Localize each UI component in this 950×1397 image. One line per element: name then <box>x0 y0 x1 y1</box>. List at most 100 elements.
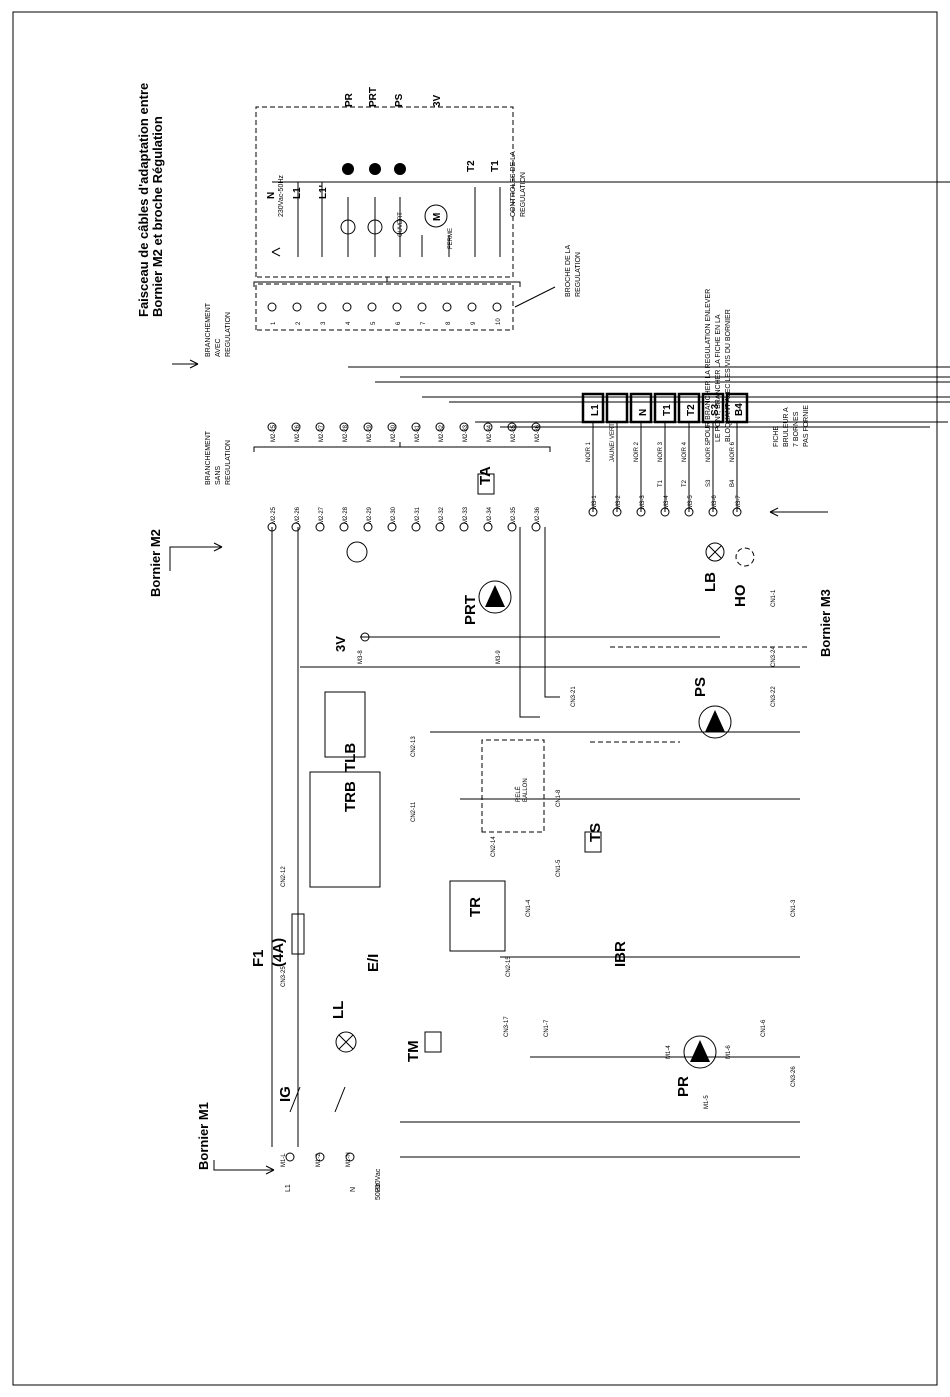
broche-label-1: BROCHE DE LA <box>565 245 572 297</box>
relay-box <box>481 739 545 833</box>
arrow-m1 <box>213 1160 275 1175</box>
m2-avec-label: M2-32 <box>439 424 445 442</box>
m1-4-label: M1-4 <box>666 1045 672 1059</box>
m2-sans-label: M2-28 <box>343 506 349 524</box>
m3-terminal <box>636 507 646 517</box>
cn2-11-label: CN2-11 <box>411 801 417 822</box>
reg-label-l1p: L1' <box>318 185 329 199</box>
regulation-internal-wiring: M OUVERT FERME <box>271 163 950 257</box>
m3-terminal-label: M3-6 <box>712 495 718 509</box>
reg-label-t1: T1 <box>490 160 501 172</box>
reg-ps-icon <box>392 219 408 235</box>
fiche-line-1: FICHE <box>773 426 780 447</box>
brace-avec <box>253 277 521 287</box>
f1-fuse <box>291 913 305 955</box>
ho-label: HO <box>732 584 749 607</box>
reg-3v-lines <box>421 235 450 257</box>
cn1-6-label: CN1-6 <box>761 1019 767 1037</box>
page-frame <box>12 11 938 1386</box>
avec-label-2: AVEC <box>215 338 222 357</box>
m2-sans-terminal <box>315 522 325 532</box>
m2-sans-terminal <box>507 522 517 532</box>
reg-motor-label: M <box>432 213 443 221</box>
m1-2-terminal <box>315 1152 325 1162</box>
tr-box <box>449 880 506 952</box>
3v-label: 3V <box>333 636 348 652</box>
ll-lamp <box>335 1031 357 1053</box>
m2-avec-terminal <box>387 422 397 432</box>
broche-label-2: REGULATION <box>575 252 582 297</box>
ll-lamp-cross <box>338 1034 354 1050</box>
reg-label-t2: T2 <box>466 160 477 172</box>
cn3-25-label: CN3-25 <box>281 966 287 987</box>
m3-signal-label: T1 <box>658 479 664 487</box>
cn1-3-label: CN1-3 <box>791 899 797 917</box>
m1-5-label: M1-5 <box>704 1095 710 1109</box>
m2-sans-label: M2-31 <box>415 506 421 524</box>
m3-wire-label: NOIR 5 <box>706 441 712 462</box>
cn3-22-label: CN3-22 <box>771 686 777 707</box>
m2-sans-label: M2-36 <box>535 506 541 524</box>
m3-signal-label: S3 <box>706 479 712 487</box>
broche-pin-label: 1 <box>271 321 277 325</box>
label-arrows <box>169 286 828 1175</box>
m3-terminal-label: M3-3 <box>640 495 646 509</box>
cn3-21-label: CN3-21 <box>571 686 577 707</box>
cn2-12-label: CN2-12 <box>281 866 287 887</box>
m2-avec-label: M2-34 <box>487 424 493 442</box>
m1-n-label: M1-N <box>346 1152 352 1167</box>
trb-label: TRB <box>342 781 359 812</box>
m2-sans-label: M2-25 <box>271 506 277 524</box>
m3-wire-label: NOIR 6 <box>730 441 736 462</box>
m2-avec-terminal <box>315 422 325 432</box>
m2-avec-label: M2-29 <box>367 424 373 442</box>
main-wiring <box>271 527 810 1158</box>
bornier-m2-label: Bornier M2 <box>148 529 163 597</box>
m2-sans-terminal <box>291 522 301 532</box>
m2-sans-terminal <box>459 522 469 532</box>
ta-label: TA <box>477 466 494 485</box>
reg-pr-pump-icon <box>342 163 354 175</box>
pr-pump-arrow <box>690 1040 710 1062</box>
rail-ta <box>519 527 560 718</box>
cn1-4-label: CN1-4 <box>526 899 532 917</box>
avec-label-1: BRANCHEMENT <box>205 302 212 357</box>
arrow-m3 <box>769 507 828 517</box>
ig-label: IG <box>277 1086 294 1102</box>
mains-n-label: N <box>350 1187 357 1192</box>
tm-label: TM <box>405 1040 422 1062</box>
m3-wire-label: NOIR 3 <box>658 441 664 462</box>
m2-sans-label: M2-27 <box>319 506 325 524</box>
ll-label: LL <box>330 1001 347 1019</box>
m3-signal-label: T2 <box>682 479 688 487</box>
ps-label: PS <box>692 677 709 697</box>
m3-9-label: M3-9 <box>496 650 502 664</box>
broche-pin-label: 9 <box>471 321 477 325</box>
broche-pin <box>342 302 352 312</box>
fiche-line-2: BRULEUR A <box>783 407 790 447</box>
reg-prt-pump-icon <box>369 163 381 175</box>
sans-label-2: SANS <box>215 466 222 485</box>
cn1-5-label: CN1-5 <box>556 859 562 877</box>
tlb-label: TLB <box>342 743 359 772</box>
cn2-14-label: CN2-14 <box>491 836 497 857</box>
adaptation-harness <box>348 366 950 428</box>
f1-label: F1 <box>250 949 267 967</box>
m3-terminal <box>708 507 718 517</box>
m2-avec-label: M2-33 <box>463 424 469 442</box>
m2-sans-terminal <box>483 522 493 532</box>
3v-terminal <box>360 632 370 642</box>
broche-pin <box>292 302 302 312</box>
lb-lamp-cross <box>708 545 722 559</box>
m2-sans-label: M2-32 <box>439 506 445 524</box>
broche-pin <box>492 302 502 312</box>
ho-counter <box>735 547 755 567</box>
components: TA PRT 3V M3-8 M3-9 LB HO PS TLB TRB REL… <box>250 466 755 1200</box>
bornier-m1-label: Bornier M1 <box>196 1102 211 1170</box>
m2-sans-terminal <box>411 522 421 532</box>
m2-avec-terminal <box>291 422 301 432</box>
prt-pump-arrow <box>485 585 505 607</box>
